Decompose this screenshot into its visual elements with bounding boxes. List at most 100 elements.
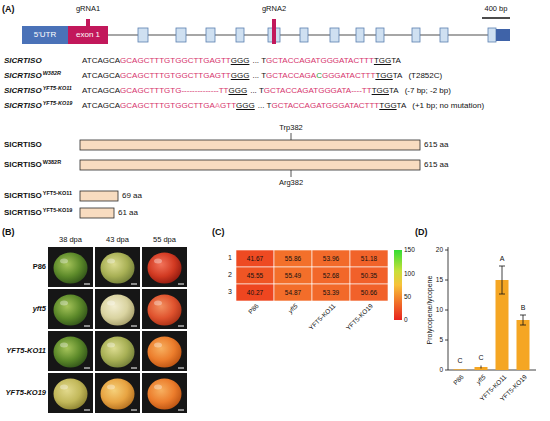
sequence-segment: GCAGCTTTGTGGCTTGA: [120, 101, 215, 110]
axis-tick-label: 0: [439, 366, 443, 373]
allele-superscript: YFT5-KO11: [43, 190, 72, 196]
sequence-segment: TGG: [372, 86, 389, 95]
allele-superscript: YFT5-KO19: [43, 100, 73, 106]
data-bar: [517, 320, 530, 370]
sequence-segment: GCTACCAGA: [266, 71, 316, 80]
sequence-segment: GCTACCAGATGGGATA----TT: [264, 86, 372, 95]
fruit-highlight: [154, 343, 162, 348]
photo-scale-bar: [178, 410, 184, 411]
protein-name: SlCRTISO: [4, 140, 42, 149]
sequence-segment: ATCAGCA: [82, 71, 120, 80]
protein-bar: [80, 208, 114, 218]
sequence-segment: GGG: [236, 101, 255, 110]
allele-superscript: W382R: [43, 70, 61, 76]
significance-letter: C: [457, 357, 462, 365]
scale-bar: [482, 17, 510, 19]
sequence-segment: C: [316, 71, 322, 80]
protein-bar: [80, 160, 420, 170]
sequence-segment: ATCAGCA: [82, 86, 120, 95]
allele-superscript: W382R: [43, 159, 61, 165]
sequence-segment: GCAGCTTTGTGGCTTGAGTT: [120, 56, 231, 65]
panel-letter: (A): [2, 4, 15, 14]
heatmap-cell: [350, 267, 388, 284]
axis-tick-label: 15: [436, 276, 443, 283]
heatmap-cell: [350, 284, 388, 301]
exon-box: exon 1: [68, 26, 108, 44]
sequence-segment: TA: [391, 56, 401, 65]
color-scale-bar: [394, 250, 402, 320]
photo-scale-bar: [131, 410, 137, 411]
axis-title: Prolycopene/lycopene: [426, 276, 434, 345]
column-label: YFT5-KO19: [345, 302, 375, 332]
mutation-note: (+1 bp; no mutation): [412, 101, 484, 110]
sequence-segment: GCTACCAGATGGGATACTTT: [266, 56, 374, 65]
sequence-segment: GCTACCAGATGGGATACTTT: [271, 101, 379, 110]
exon-box: [488, 28, 496, 42]
tomato-fruit: [148, 379, 182, 410]
error-cap: [499, 294, 505, 295]
axis-tick-label: 5: [439, 336, 443, 343]
genotype-label: YFT5-KO19: [6, 389, 46, 398]
tomato-fruit: [148, 337, 182, 368]
sequence-segment: TGG: [374, 56, 391, 65]
axis-tick-label: 10: [436, 306, 443, 313]
exon-box: [412, 28, 420, 42]
photo-ground: [95, 331, 140, 371]
column-label: YFT5-KO11: [307, 302, 336, 331]
photo-ground: [142, 373, 187, 413]
error-bar: [523, 315, 524, 325]
fruit-highlight: [154, 259, 162, 264]
tomato-fruit: [101, 253, 135, 284]
tomato-fruit: [101, 337, 135, 368]
photo-ground: [95, 247, 140, 287]
residue-label: Arg382: [279, 179, 303, 188]
fruit-highlight: [60, 385, 68, 390]
heatmap-value: 55.86: [285, 255, 301, 262]
row-label: 1: [228, 254, 232, 262]
photo-ground: [48, 289, 93, 329]
allele-superscript: YFT5-KO11: [43, 85, 72, 91]
length-label: 615 aa: [424, 160, 448, 169]
scale-tick-label: 0: [404, 316, 408, 323]
residue-label: Trp382: [279, 124, 303, 133]
heatmap-value: 55.49: [285, 272, 301, 279]
error-bar: [502, 266, 503, 294]
exon-box: [440, 28, 448, 42]
heatmap-value: 40.27: [247, 289, 263, 296]
photo-scale-bar: [178, 284, 184, 285]
sequence-segment: ... T: [250, 86, 264, 95]
heatmap-cell: [312, 250, 350, 267]
tomato-fruit: [54, 337, 88, 368]
heatmap-cell: [274, 267, 312, 284]
sequence-segment: GCAGCTTTGTGGCTTGAGTT: [120, 71, 231, 80]
heatmap-cell: [236, 267, 274, 284]
scale-tick-label: 100: [404, 270, 415, 277]
fruit-highlight: [107, 259, 115, 264]
tomato-fruit: [148, 253, 182, 284]
axis-tick: [445, 310, 448, 311]
exon-box: [206, 28, 215, 42]
fruit-highlight: [107, 343, 115, 348]
photo-scale-bar: [84, 410, 90, 411]
length-label: 61 aa: [118, 208, 138, 217]
photo-scale-bar: [178, 368, 184, 369]
length-label: 615 aa: [424, 140, 448, 149]
exon-box: [300, 28, 308, 42]
mutation-note: (-7 bp; -2 bp): [405, 86, 451, 95]
fruit-highlight: [60, 259, 68, 264]
protein-name: SlCRTISO: [4, 160, 42, 169]
fruit-highlight: [154, 301, 162, 306]
gene-name: SlCRTISO: [4, 71, 42, 80]
fruit-highlight: [107, 301, 115, 306]
sequence-segment: GGG: [231, 71, 250, 80]
genotype-label: yft5: [33, 305, 46, 314]
utr3-box: [496, 29, 510, 41]
heatmap-value: 41.67: [247, 255, 263, 262]
photo-scale-bar: [131, 326, 137, 327]
utr-box: 5'UTR: [22, 26, 68, 44]
gene-name: SlCRTISO: [4, 101, 42, 110]
photo-scale-bar: [131, 284, 137, 285]
heatmap-value: 53.96: [323, 255, 339, 262]
row-label: 3: [228, 288, 232, 296]
sequence-segment: A: [215, 101, 220, 110]
